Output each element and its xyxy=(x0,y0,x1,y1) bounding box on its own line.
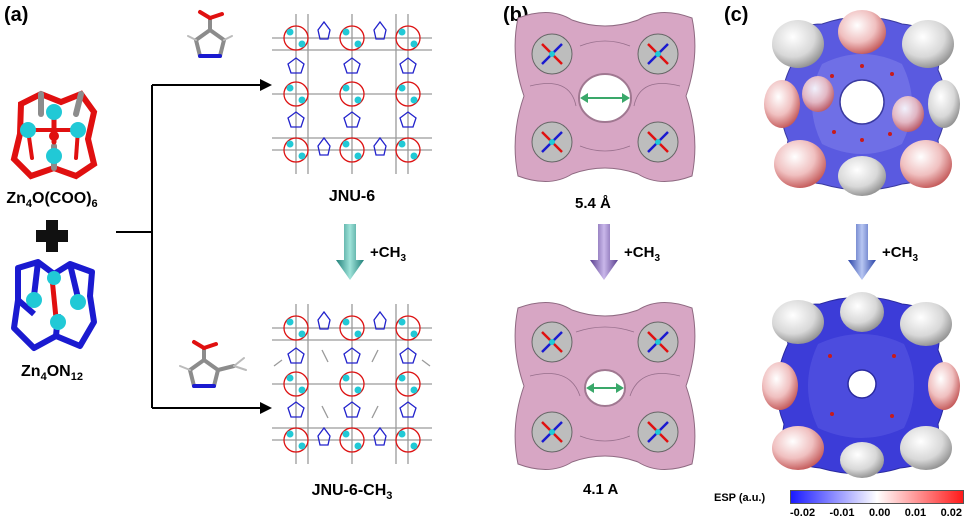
pore-surface-top-image xyxy=(514,12,696,182)
pore-surface-bottom-image xyxy=(514,302,696,470)
esp-scale-title: ESP (a.u.) xyxy=(714,492,766,504)
pore-size-bottom-label: 4.1 A xyxy=(583,481,619,498)
jnu6-ch3-label: JNU-6-CH3 xyxy=(311,482,393,503)
methylation-arrow-a xyxy=(336,224,364,280)
zn4o-coo6-cluster-image xyxy=(10,90,98,180)
jnu6-label: JNU-6 xyxy=(328,188,376,205)
esp-map-top-image xyxy=(764,10,960,196)
methylation-label-b: +CH3 xyxy=(624,244,660,264)
esp-tick-0: -0.02 xyxy=(790,507,816,519)
esp-map-bottom-image xyxy=(762,292,960,478)
methylation-arrow-b xyxy=(590,224,618,280)
imidazole-ligand-image xyxy=(187,10,233,58)
esp-tick-4: 0.02 xyxy=(940,507,962,519)
jnu6-ch3-framework-image xyxy=(272,304,432,464)
esp-tick-1: -0.01 xyxy=(829,507,855,519)
panel-label-a: (a) xyxy=(4,4,29,26)
esp-color-bar xyxy=(790,490,964,504)
methylation-arrow-c xyxy=(848,224,876,280)
esp-tick-3: 0.01 xyxy=(904,507,927,519)
zn4on12-label: Zn4ON12 xyxy=(21,363,83,384)
plus-icon xyxy=(36,220,68,252)
methylation-label-a: +CH3 xyxy=(370,244,406,264)
zn4o-coo6-label: Zn4O(COO)6 xyxy=(6,190,98,211)
pore-size-top-label: 5.4 Å xyxy=(575,195,611,212)
reaction-bracket-arrows xyxy=(116,79,272,414)
esp-scale-ticks: -0.02 -0.01 0.00 0.01 0.02 xyxy=(790,507,962,519)
jnu6-framework-image xyxy=(272,14,432,174)
panel-label-c: (c) xyxy=(724,4,749,26)
methyl-imidazole-ligand-image xyxy=(179,340,247,388)
zn4on12-cluster-image xyxy=(11,259,97,351)
esp-tick-2: 0.00 xyxy=(868,507,891,519)
methylation-label-c: +CH3 xyxy=(882,244,918,264)
